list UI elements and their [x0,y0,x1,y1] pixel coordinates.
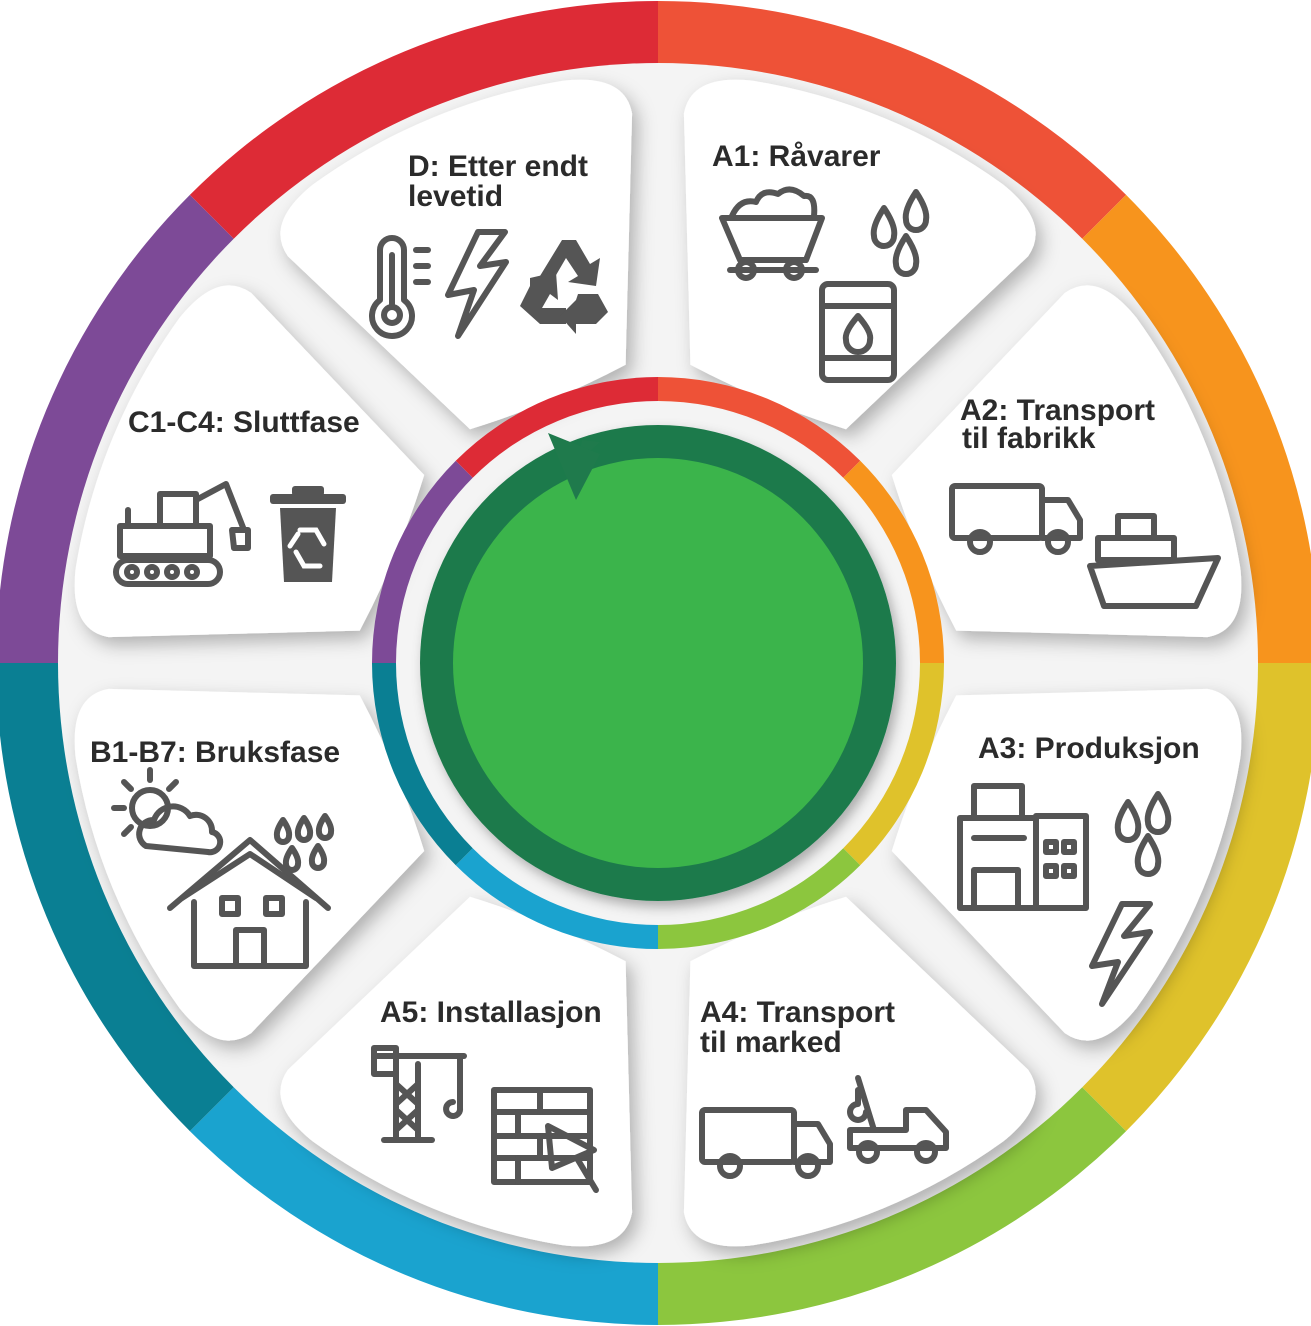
outer-ring-sector-a4 [658,1085,1127,1325]
oil-barrel-icon [819,281,897,383]
tower-crane-icon [371,1045,467,1143]
recycle-bin-icon [270,486,346,582]
panel-a4 [683,896,1036,1247]
label-a1: A1: Råvarer [712,140,881,173]
panel-a1 [683,79,1036,430]
label-a2-line2: til fabrikk [962,422,1096,455]
outer-ring-sector-d [189,1,658,241]
tow-truck-icon [847,1075,949,1164]
segment-panels [74,79,1242,1247]
label-a4-line1: A4: Transport [700,996,895,1029]
cargo-ship-icon [1087,513,1221,609]
label-a3: A3: Produksjon [978,732,1200,765]
label-a2-line1: A2: Transport [960,394,1155,427]
cycle-arrow-tip-icon [548,433,600,500]
inner-color-ring [372,377,944,949]
segment-label-a2: A2: Transport til fabrikk [960,394,1155,455]
water-drops-icon [870,189,930,277]
segment-label-a3: A3: Produksjon [978,732,1200,765]
label-a5: A5: Installasjon [380,996,602,1029]
inner-ring-sector-a2 [843,460,944,663]
inner-ring-sector-a3 [843,663,944,866]
inner-ring-sector-c [372,460,473,663]
inner-ring-sector-d [455,377,658,478]
water-drops-icon [1114,791,1172,877]
inner-ring-sector-a1 [658,377,861,478]
label-b: B1-B7: Bruksfase [90,736,340,769]
truck-icon [949,483,1083,555]
inner-ring-sector-a4 [658,848,861,949]
label-d-line1: D: Etter endt [408,150,588,183]
inner-ring-sector-a5 [455,848,658,949]
outer-ring-sector-a2 [1080,194,1311,663]
brick-wall-trowel-icon [491,1087,599,1193]
outer-ring-sector-a3 [1080,663,1311,1132]
label-a4-line2: til marked [700,1026,842,1059]
center-disk [453,458,863,868]
house-icon [167,837,331,969]
outer-ring-sector-c [0,194,236,663]
lightning-icon [1089,901,1153,1007]
rain-drops-icon [273,813,335,873]
panel-c [74,285,425,638]
segment-label-c: C1-C4: Sluttfase [128,406,360,439]
thermometer-icon [369,235,431,339]
segment-label-a5: A5: Installasjon [380,996,602,1029]
mine-cart-icon [719,186,825,281]
excavator-icon [113,481,251,587]
outer-ring-sector-a5 [189,1085,658,1325]
truck-icon [699,1107,833,1179]
outer-ring-sector-b [0,663,236,1132]
segment-label-a1: A1: Råvarer [712,140,881,173]
recycle-icon [520,240,608,334]
segment-label-b: B1-B7: Bruksfase [90,736,340,769]
label-c: C1-C4: Sluttfase [128,406,360,439]
outer-ring-sector-a1 [658,1,1127,241]
segment-label-a4: A4: Transport til marked [700,996,895,1059]
label-d-line2: levetid [408,180,503,213]
lightning-icon [445,229,509,339]
sun-cloud-icon [111,767,224,856]
factory-icon [957,783,1089,911]
panel-b [74,688,425,1041]
segment-label-d: D: Etter endt levetid [408,150,588,213]
inner-ring-sector-b [372,663,473,866]
panel-d [280,79,633,430]
